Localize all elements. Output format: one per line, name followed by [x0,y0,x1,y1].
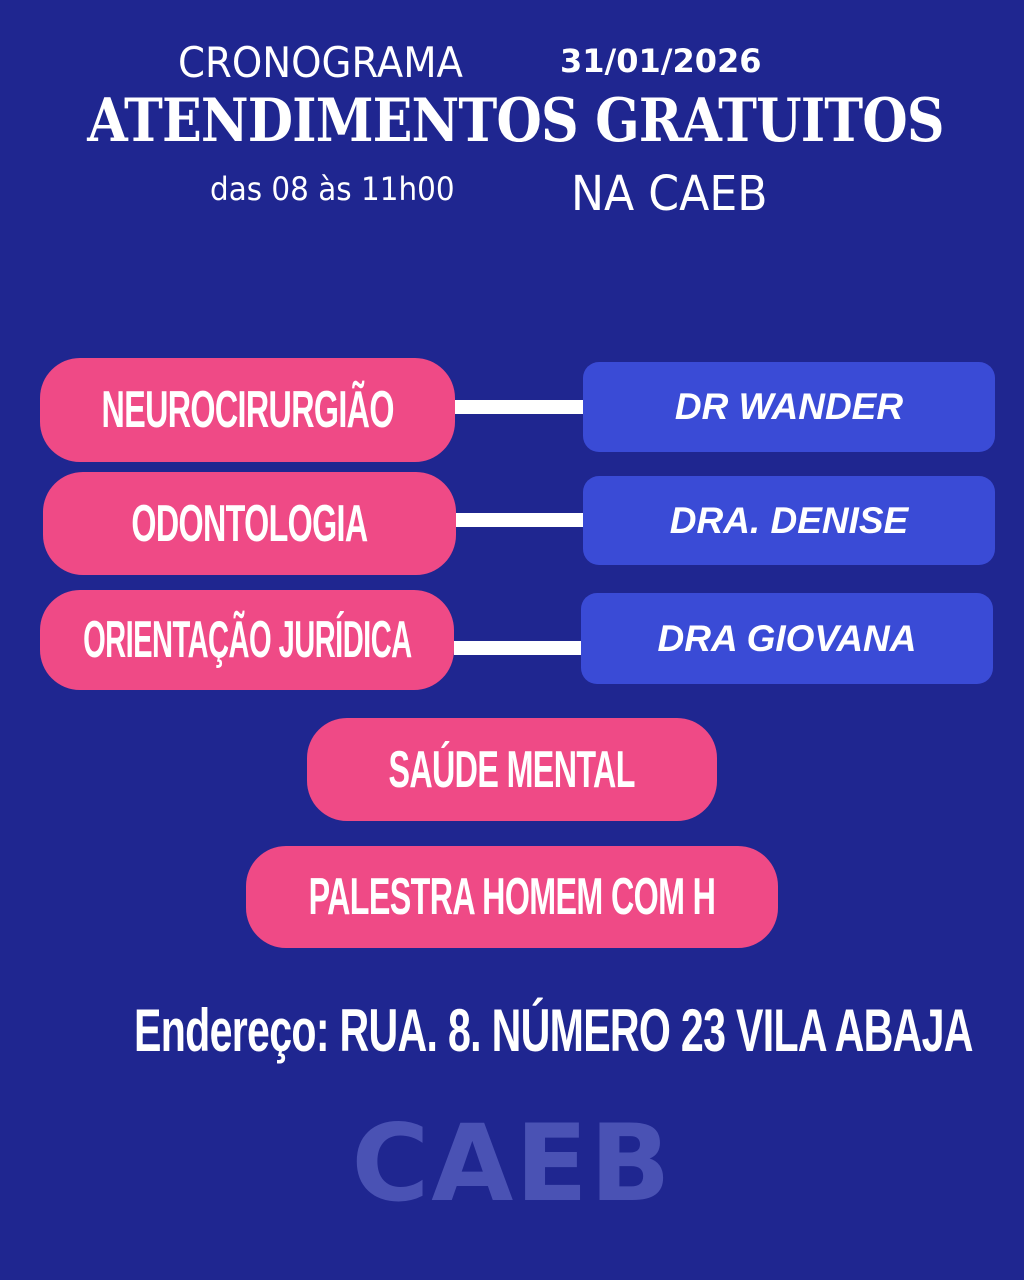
service-pill-saude-mental: SAÚDE MENTAL [307,718,717,821]
service-pill-odontologia: ODONTOLOGIA [43,472,456,575]
service-pill-palestra-homem-com-h: PALESTRA HOMEM COM H [246,846,778,948]
address-text: Endereço: RUA. 8. NÚMERO 23 VILA ABAJA [134,997,973,1064]
professional-box-giovana: DRA GIOVANA [581,593,993,684]
connector-line [455,400,583,414]
service-name: ODONTOLOGIA [131,494,368,553]
professional-box-wander: DR WANDER [583,362,995,452]
event-date: 31/01/2026 [560,42,762,80]
service-pill-orientacao-juridica: ORIENTAÇÃO JURÍDICA [40,590,454,690]
service-name: SAÚDE MENTAL [388,740,636,799]
page-title: ATENDIMENTOS GRATUITOS [87,86,944,156]
event-location: NA CAEB [571,166,768,222]
service-name: ORIENTAÇÃO JURÍDICA [82,611,412,669]
event-hours: das 08 às 11h00 [210,170,455,208]
professional-box-denise: DRA. DENISE [583,476,995,565]
caeb-watermark-logo: CAEB [351,1102,673,1225]
connector-line [456,513,583,527]
connector-line [454,641,581,655]
service-pill-neurocirurgiao: NEUROCIRURGIÃO [40,358,455,462]
service-name: NEUROCIRURGIÃO [101,381,394,439]
professional-name: DRA GIOVANA [657,617,917,659]
professional-name: DR WANDER [674,386,904,427]
professional-name: DRA. DENISE [669,499,909,541]
service-name: PALESTRA HOMEM COM H [308,868,716,926]
cronograma-label: CRONOGRAMA [178,38,463,87]
